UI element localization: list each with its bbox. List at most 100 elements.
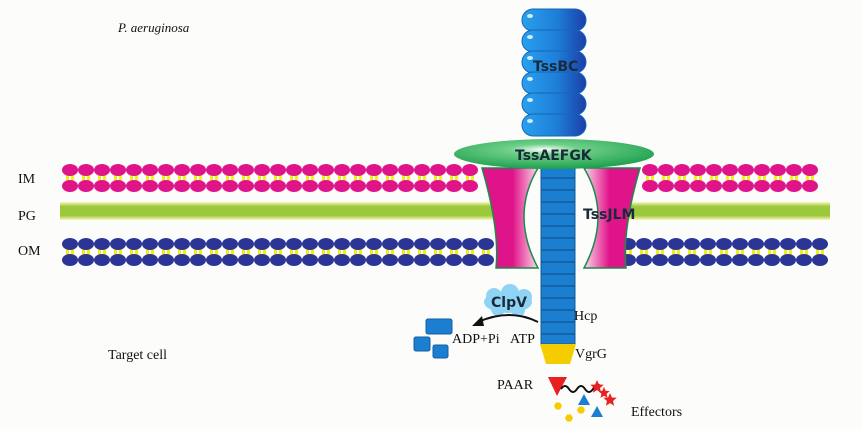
tssaefgk-label: TssAEFGK [515, 148, 593, 164]
lipid-head [796, 238, 812, 250]
organism-label: P. aeruginosa [117, 20, 190, 35]
lipid-tail [327, 171, 330, 185]
lipid-tail [135, 171, 138, 185]
lipid-head [110, 180, 126, 192]
lipid-head [478, 238, 494, 250]
lipid-head [382, 238, 398, 250]
lipid-tail [487, 245, 490, 259]
lipid-tail [194, 171, 197, 185]
lipid-tail [391, 171, 394, 185]
lipid-head [786, 180, 802, 192]
lipid-head [738, 164, 754, 176]
lipid-tail [699, 171, 702, 185]
lipid-tail [375, 171, 378, 185]
effectors-label: Effectors [631, 405, 682, 420]
lipid-tail [322, 171, 325, 185]
lipid-tail [290, 171, 293, 185]
lipid-tail [354, 245, 357, 259]
lipid-tail [258, 171, 261, 185]
lipid-head [238, 164, 254, 176]
lipid-head [206, 180, 222, 192]
lipid-head [302, 180, 318, 192]
lipid-tail [768, 245, 771, 259]
lipid-head [446, 164, 462, 176]
lipid-head [796, 254, 812, 266]
lipid-head [732, 254, 748, 266]
lipid-tail [194, 245, 197, 259]
lipid-tail [359, 245, 362, 259]
lipid-head [126, 180, 142, 192]
vgrg-spike [540, 344, 576, 364]
lipid-tail [726, 171, 729, 185]
lipid-head [254, 238, 270, 250]
lipid-head [658, 180, 674, 192]
lipid-head [174, 254, 190, 266]
lipid-head [334, 164, 350, 176]
lipid-tail [327, 245, 330, 259]
lipid-head [414, 164, 430, 176]
lipid-tail [370, 245, 373, 259]
lipid-tail [162, 245, 165, 259]
outer-membrane [62, 238, 828, 266]
lipid-head [158, 180, 174, 192]
lipid-head [398, 164, 414, 176]
lipid-tail [640, 245, 643, 259]
lipid-head [732, 238, 748, 250]
inner-membrane [62, 164, 818, 192]
lipid-tail [386, 245, 389, 259]
sheath-fragments [413, 318, 453, 359]
lipid-head [462, 238, 478, 250]
lipid-head [318, 180, 334, 192]
lipid-tail [677, 245, 680, 259]
lipid-head [414, 238, 430, 250]
lipid-tail [694, 171, 697, 185]
lipid-head [270, 238, 286, 250]
lipid-tail [736, 245, 739, 259]
lipid-tail [146, 245, 149, 259]
lipid-tail [183, 171, 186, 185]
lipid-head [446, 238, 462, 250]
lipid-tail [455, 171, 458, 185]
lipid-tail [407, 171, 410, 185]
lipid-tail [151, 245, 154, 259]
effector-hexagon [577, 406, 585, 414]
lipid-head [286, 238, 302, 250]
lipid-head [94, 238, 110, 250]
lipid-tail [247, 171, 250, 185]
lipid-head [684, 254, 700, 266]
lipid-head [722, 164, 738, 176]
lipid-head [318, 164, 334, 176]
lipid-head [302, 164, 318, 176]
lipid-head [462, 164, 478, 176]
lipid-head [62, 254, 78, 266]
lipid-head [446, 180, 462, 192]
lipid-tail [135, 245, 138, 259]
lipid-tail [720, 245, 723, 259]
lipid-tail [306, 171, 309, 185]
lipid-head [754, 180, 770, 192]
lipid-tail [450, 245, 453, 259]
lipid-head [254, 180, 270, 192]
lipid-head [706, 164, 722, 176]
lipid-head [674, 164, 690, 176]
lipid-head [382, 180, 398, 192]
lipid-tail [295, 245, 298, 259]
lipid-head [334, 238, 350, 250]
lipid-tail [455, 245, 458, 259]
sheath-ring [521, 71, 587, 95]
lipid-tail [210, 245, 213, 259]
lipid-head [780, 254, 796, 266]
lipid-head [700, 238, 716, 250]
lipid-head [398, 180, 414, 192]
lipid-tail [311, 245, 314, 259]
lipid-tail [167, 245, 170, 259]
sheath-ring [521, 92, 587, 116]
lipid-head [462, 180, 478, 192]
lipid-head [748, 254, 764, 266]
lipid-head [190, 254, 206, 266]
lipid-tail [130, 245, 133, 259]
lipid-tail [418, 245, 421, 259]
lipid-head [174, 180, 190, 192]
effector-star [598, 387, 610, 398]
